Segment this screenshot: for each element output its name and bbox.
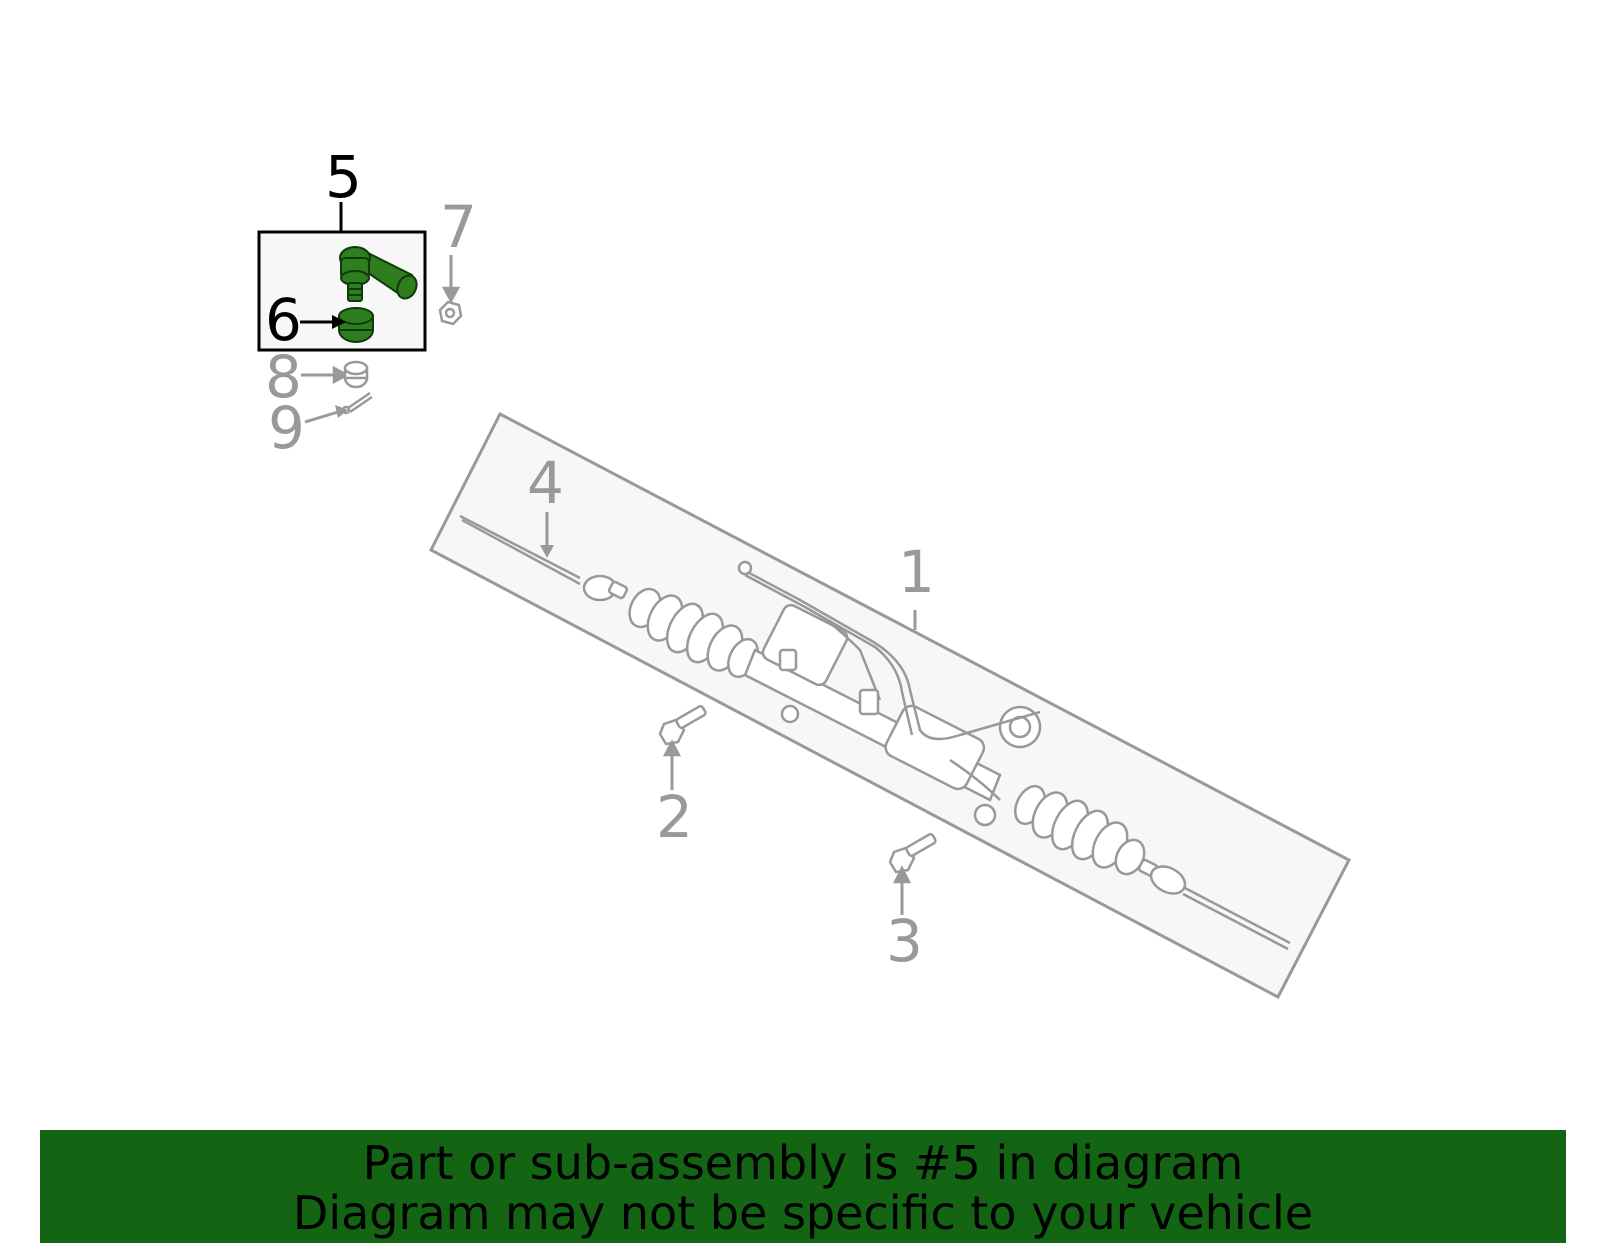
callout-2: 2 [656, 783, 693, 851]
callout-5: 5 [325, 143, 362, 211]
nut-part-7 [438, 255, 463, 326]
callout-4-leader [540, 512, 554, 558]
tie-rod-end-part-5 [339, 246, 418, 302]
callout-1: 1 [898, 538, 935, 606]
inner-tie-rod-left [459, 514, 629, 602]
rack-assembly-group [428, 411, 1352, 1000]
nut-part-8 [301, 360, 369, 389]
rack-boot-right [1014, 784, 1146, 876]
info-banner: Part or sub-assembly is #5 in diagram Di… [40, 1130, 1566, 1243]
callout-7: 7 [440, 193, 477, 261]
rack-boot-left [628, 587, 759, 679]
callout-9: 9 [268, 394, 305, 462]
rack-housing [737, 560, 1042, 827]
castle-nut-part-6 [338, 307, 374, 343]
callout-6: 6 [265, 286, 302, 354]
banner-line-2: Diagram may not be specific to your vehi… [292, 1186, 1314, 1240]
cotter-pin-part-9 [304, 391, 373, 424]
bolt-part-3 [888, 833, 937, 915]
callout-3: 3 [886, 907, 923, 975]
callout-4: 4 [527, 449, 564, 517]
inner-tie-rod-right [1137, 858, 1291, 951]
callout-8: 8 [265, 343, 302, 411]
bolt-part-2 [658, 705, 707, 790]
banner-line-1: Part or sub-assembly is #5 in diagram [362, 1136, 1244, 1190]
tie-rod-end-group [257, 202, 427, 352]
callout-6-arrowhead [332, 315, 346, 329]
